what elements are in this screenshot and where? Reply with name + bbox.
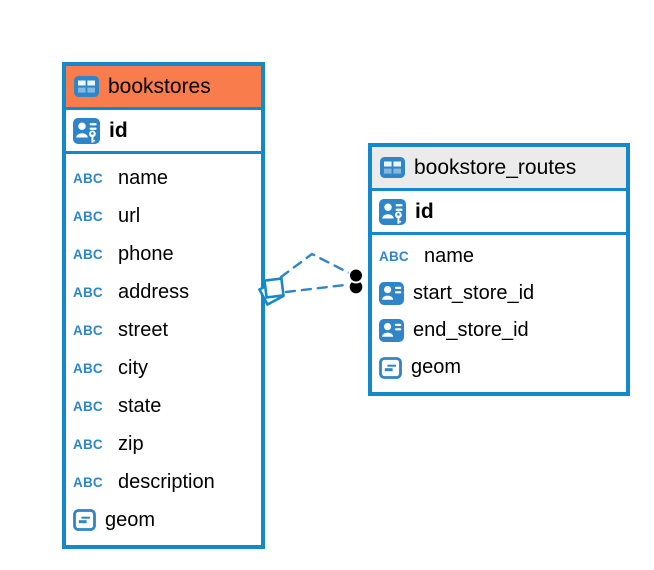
column-label: description	[118, 470, 215, 493]
column-label: start_store_id	[413, 282, 535, 304]
text-type-icon: ABC	[73, 474, 103, 490]
column-row[interactable]: start_store_id	[372, 275, 626, 312]
column-row[interactable]: geom	[372, 349, 626, 386]
text-type-icon: ABC	[73, 398, 103, 414]
column-row[interactable]: ABC zip	[66, 425, 261, 463]
column-row[interactable]: ABC name	[372, 238, 626, 275]
text-type-icon: ABC	[73, 170, 103, 186]
column-label: city	[118, 356, 148, 379]
column-label: zip	[118, 432, 144, 455]
column-row[interactable]: ABC name	[66, 159, 261, 197]
geometry-type-icon	[73, 509, 96, 531]
column-label: end_store_id	[413, 319, 529, 341]
column-row[interactable]: ABC url	[66, 197, 261, 235]
column-label: id	[415, 199, 434, 223]
column-row[interactable]: geom	[66, 501, 261, 539]
column-row[interactable]: ABC city	[66, 349, 261, 387]
column-label: state	[118, 394, 162, 417]
table-title: bookstores	[108, 74, 211, 98]
column-row[interactable]: ABC street	[66, 311, 261, 349]
table-icon	[74, 76, 99, 97]
text-type-icon: ABC	[73, 208, 103, 224]
column-row[interactable]: end_store_id	[372, 312, 626, 349]
text-type-icon: ABC	[73, 360, 103, 376]
entity-table-bookstore-routes[interactable]: bookstore_routes id ABC	[368, 143, 630, 396]
column-row[interactable]: ABC state	[66, 387, 261, 425]
table-header-bookstore-routes[interactable]: bookstore_routes	[372, 147, 626, 191]
column-label: url	[118, 204, 141, 227]
column-row[interactable]: ABC description	[66, 463, 261, 501]
text-type-icon: ABC	[73, 322, 103, 338]
geometry-type-icon	[379, 356, 402, 379]
relation-line[interactable]	[279, 252, 355, 279]
table-header-bookstores[interactable]: bookstores	[66, 66, 261, 110]
primary-key-icon	[379, 198, 406, 225]
text-type-icon: ABC	[379, 249, 409, 264]
text-type-icon: ABC	[73, 436, 103, 452]
column-list: ABC name ABC url ABC phone ABC address A…	[66, 154, 261, 539]
column-row-pk[interactable]: id	[66, 110, 261, 154]
text-type-icon: ABC	[73, 246, 103, 262]
relation-endpoint-dot[interactable]	[348, 267, 364, 294]
column-label: name	[118, 166, 169, 189]
text-type-icon: ABC	[73, 284, 103, 300]
column-row-pk[interactable]: id	[372, 191, 626, 235]
column-label: street	[118, 318, 169, 341]
column-label: address	[118, 280, 190, 303]
relation-line[interactable]	[284, 283, 351, 294]
column-label: id	[109, 118, 128, 142]
primary-key-icon	[73, 117, 100, 144]
table-icon	[380, 157, 405, 178]
column-list: ABC name start_store_id	[372, 235, 626, 386]
reference-type-icon	[379, 282, 404, 305]
column-label: name	[424, 245, 475, 267]
column-row[interactable]: ABC phone	[66, 235, 261, 273]
column-label: geom	[105, 508, 156, 531]
relation-endpoint-squares[interactable]	[257, 277, 285, 307]
entity-table-bookstores[interactable]: bookstores id ABC	[62, 62, 265, 549]
reference-type-icon	[379, 319, 404, 342]
table-title: bookstore_routes	[414, 155, 577, 179]
column-label: phone	[118, 242, 174, 265]
column-row[interactable]: ABC address	[66, 273, 261, 311]
column-label: geom	[411, 356, 462, 378]
